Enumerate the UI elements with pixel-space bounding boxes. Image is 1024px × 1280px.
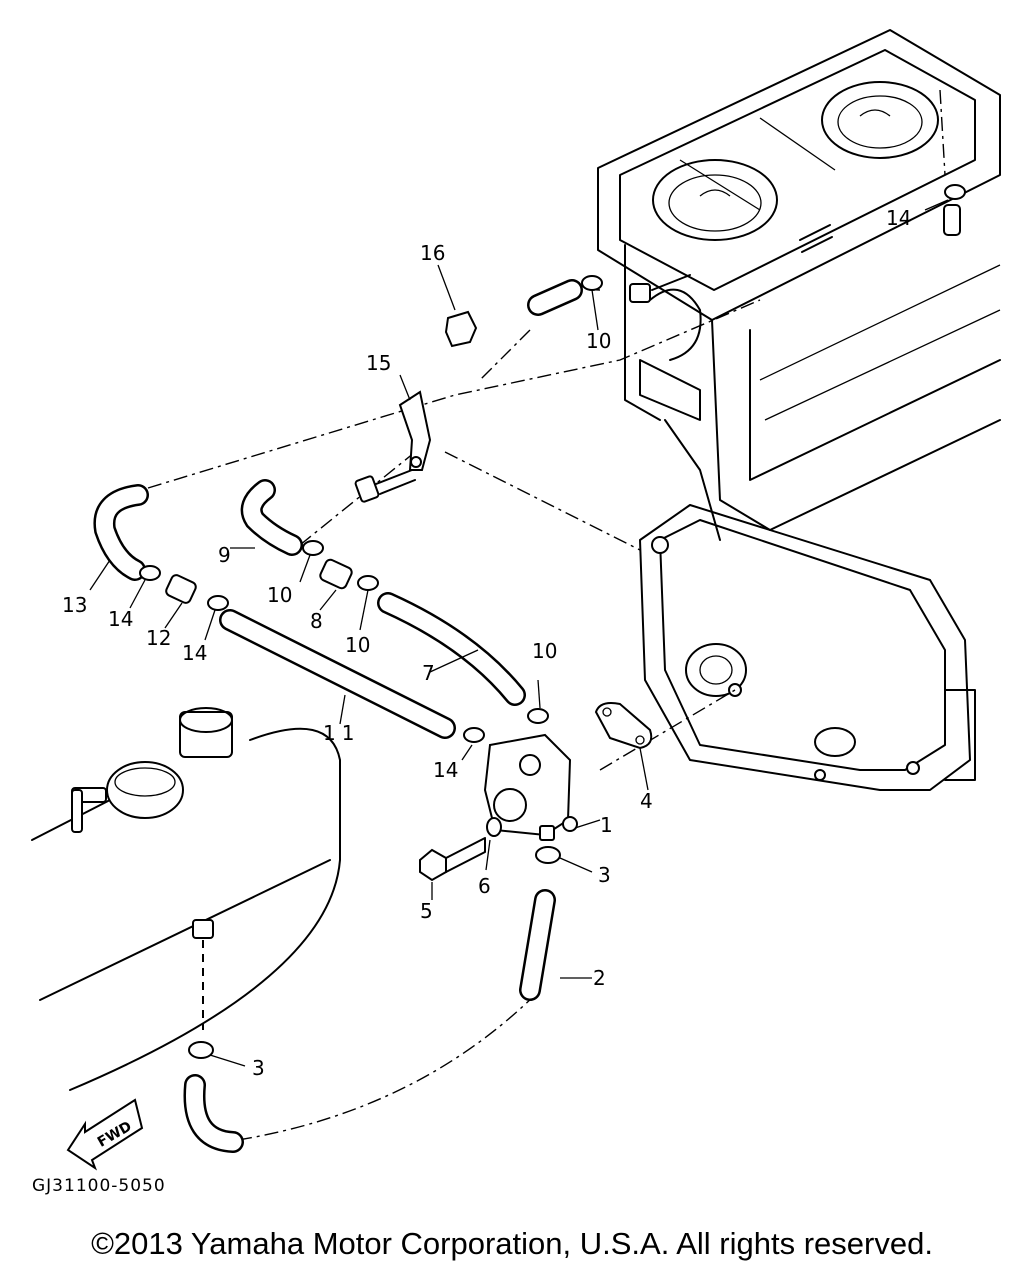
callout-14-left: 14 bbox=[108, 607, 133, 631]
callout-7: 7 bbox=[422, 661, 435, 685]
callout-14-engine: 14 bbox=[886, 206, 911, 230]
callout-9: 9 bbox=[218, 543, 231, 567]
callout-10-pump: 10 bbox=[532, 639, 557, 663]
engine-block bbox=[597, 29, 1001, 541]
callout-leaders bbox=[89, 199, 949, 1067]
copyright-notice: ©2013 Yamaha Motor Corporation, U.S.A. A… bbox=[91, 1226, 933, 1261]
callout-16: 16 bbox=[420, 241, 445, 265]
callout-11: 11 bbox=[323, 721, 360, 745]
callout-10-valve8: 10 bbox=[345, 633, 370, 657]
hoses bbox=[93, 279, 583, 1153]
callout-4: 4 bbox=[640, 789, 653, 813]
small-parts: FWD bbox=[66, 184, 966, 1171]
exploded-parts-diagram: FWD 1 2 3 3 4 5 6 7 8 9 bbox=[31, 29, 1001, 1171]
callout-14-mid: 14 bbox=[182, 641, 207, 665]
callout-2: 2 bbox=[593, 966, 606, 990]
callout-3-upper: 3 bbox=[598, 863, 611, 887]
callout-10-engine: 10 bbox=[586, 329, 611, 353]
callout-12: 12 bbox=[146, 626, 171, 650]
callout-5: 5 bbox=[420, 899, 433, 923]
leader-lines bbox=[147, 287, 761, 1141]
callout-15: 15 bbox=[366, 351, 391, 375]
callout-3-lower: 3 bbox=[252, 1056, 265, 1080]
callout-13: 13 bbox=[62, 593, 87, 617]
callout-8: 8 bbox=[310, 609, 323, 633]
diagram-code: GJ31100-5050 bbox=[32, 1176, 166, 1196]
callout-14-pump: 14 bbox=[433, 758, 458, 782]
callout-10-hose9: 10 bbox=[267, 583, 292, 607]
callout-1: 1 bbox=[600, 813, 613, 837]
callout-numbers: 1 2 3 3 4 5 6 7 8 9 10 10 10 10 11 12 13… bbox=[62, 206, 911, 1080]
callout-6: 6 bbox=[478, 874, 491, 898]
crankcase-cover bbox=[639, 504, 976, 791]
oil-tank bbox=[31, 707, 341, 1091]
